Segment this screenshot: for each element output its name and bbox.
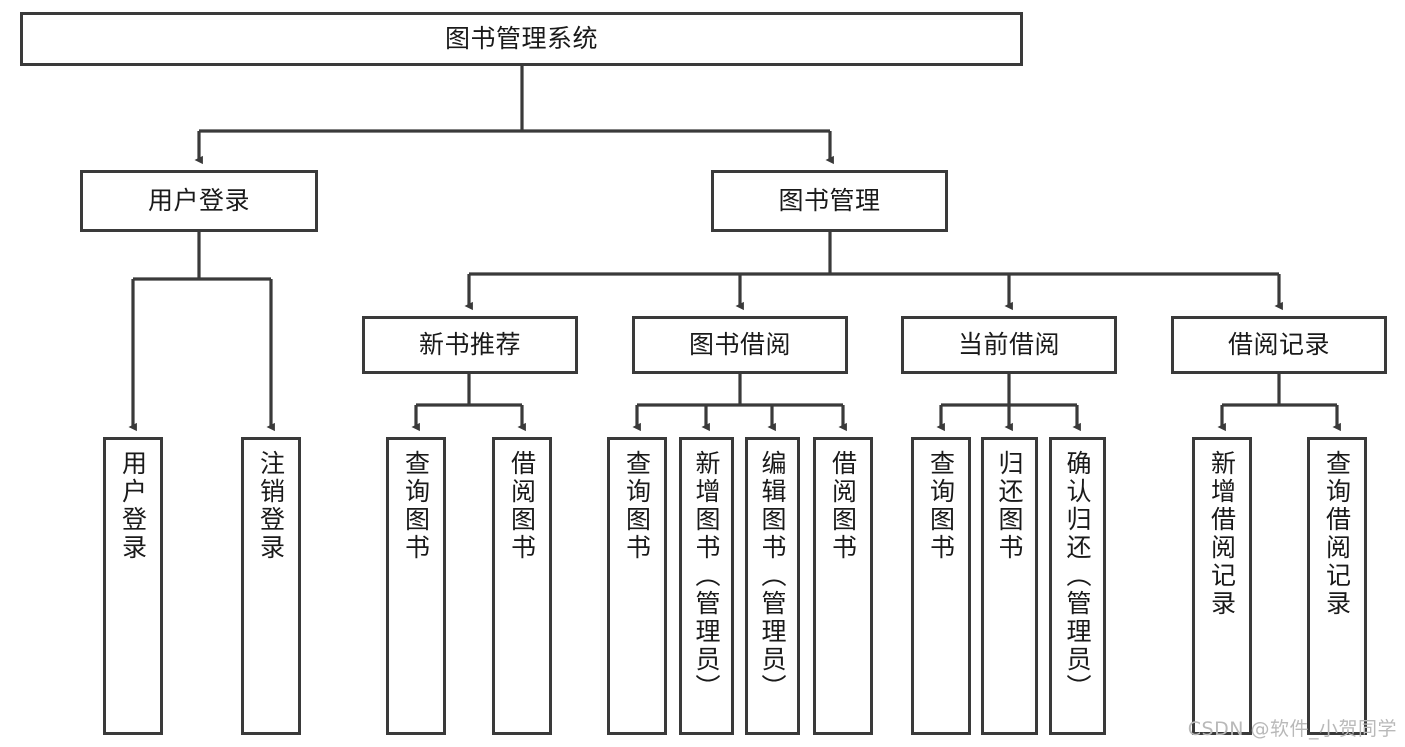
node-leaf-edit-book-label: 编辑图书（管理员） [758, 450, 787, 702]
node-leaf-query-book-1[interactable]: 查询图书 [386, 437, 446, 735]
node-new-book-recommend-label: 新书推荐 [418, 330, 521, 360]
csdn-watermark: CSDN @软件_小贺同学 [1187, 718, 1397, 740]
node-leaf-query-book-2-label: 查询图书 [622, 450, 652, 562]
node-leaf-query-record[interactable]: 查询借阅记录 [1307, 437, 1367, 735]
node-current-borrow[interactable]: 当前借阅 [901, 316, 1117, 374]
node-leaf-confirm-return[interactable]: 确认归还（管理员） [1049, 437, 1106, 735]
node-leaf-borrow-book-2-label: 借阅图书 [828, 450, 858, 562]
node-leaf-confirm-return-label: 确认归还（管理员） [1063, 450, 1092, 702]
node-leaf-add-book[interactable]: 新增图书（管理员） [679, 437, 734, 735]
node-borrow-record[interactable]: 借阅记录 [1171, 316, 1387, 374]
node-new-book-recommend[interactable]: 新书推荐 [362, 316, 578, 374]
node-leaf-add-record-label: 新增借阅记录 [1207, 450, 1237, 618]
node-current-borrow-label: 当前借阅 [957, 330, 1060, 360]
node-book-manage-label: 图书管理 [778, 186, 881, 216]
node-leaf-user-logout[interactable]: 注销登录 [241, 437, 301, 735]
node-leaf-add-record[interactable]: 新增借阅记录 [1192, 437, 1252, 735]
node-leaf-edit-book[interactable]: 编辑图书（管理员） [745, 437, 800, 735]
node-leaf-borrow-book-2[interactable]: 借阅图书 [813, 437, 873, 735]
node-leaf-borrow-book-1-label: 借阅图书 [507, 450, 537, 562]
node-leaf-borrow-book-1[interactable]: 借阅图书 [492, 437, 552, 735]
node-book-borrow-label: 图书借阅 [688, 330, 791, 360]
node-leaf-query-book-3-label: 查询图书 [926, 450, 956, 562]
node-user-login[interactable]: 用户登录 [80, 170, 318, 232]
node-leaf-user-login[interactable]: 用户登录 [103, 437, 163, 735]
node-book-borrow[interactable]: 图书借阅 [632, 316, 848, 374]
node-leaf-return-book[interactable]: 归还图书 [981, 437, 1038, 735]
node-leaf-query-record-label: 查询借阅记录 [1322, 450, 1352, 618]
node-root-label: 图书管理系统 [444, 24, 598, 54]
node-borrow-record-label: 借阅记录 [1227, 330, 1330, 360]
node-leaf-user-logout-label: 注销登录 [256, 450, 286, 562]
node-leaf-query-book-1-label: 查询图书 [401, 450, 431, 562]
node-leaf-query-book-3[interactable]: 查询图书 [911, 437, 971, 735]
node-user-login-label: 用户登录 [147, 186, 250, 216]
node-leaf-add-book-label: 新增图书（管理员） [692, 450, 721, 702]
node-book-manage[interactable]: 图书管理 [711, 170, 948, 232]
node-leaf-user-login-label: 用户登录 [118, 450, 148, 562]
node-leaf-query-book-2[interactable]: 查询图书 [607, 437, 667, 735]
node-root[interactable]: 图书管理系统 [20, 12, 1023, 66]
node-leaf-return-book-label: 归还图书 [995, 450, 1024, 562]
